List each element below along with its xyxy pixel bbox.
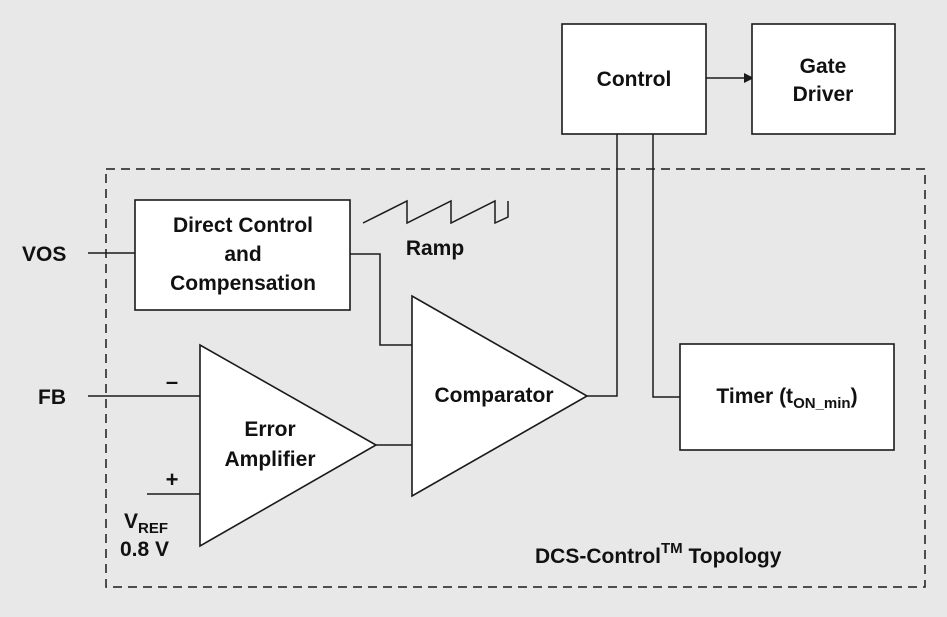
dcc-to-comparator-wire	[350, 253, 412, 346]
vref-label: VREF	[124, 510, 168, 537]
ramp-waveform	[362, 199, 509, 225]
direct-control-block: Direct Control and Compensation	[134, 199, 351, 311]
error-amplifier-label-line1: Error	[244, 418, 295, 441]
fb-label: FB	[38, 386, 66, 409]
error-amplifier: Error Amplifier – +	[166, 343, 378, 548]
direct-control-label-line2: and	[224, 243, 261, 266]
timer-label-subscript: ON_min	[793, 395, 851, 412]
gate-driver-label-line2: Driver	[793, 83, 854, 106]
vref-label-subscript: REF	[138, 520, 168, 537]
timer-block: Timer (tON_min)	[679, 343, 895, 451]
timer-label: Timer (tON_min)	[716, 385, 857, 412]
gate-driver-block: Gate Driver	[751, 23, 896, 135]
error-amplifier-label-line2: Amplifier	[224, 448, 315, 471]
topology-caption: DCS-ControlTM Topology	[535, 540, 782, 568]
gate-driver-label-line1: Gate	[800, 55, 847, 78]
timer-label-prefix: Timer (t	[716, 385, 793, 408]
comparator: Comparator	[411, 294, 589, 498]
plus-sign: +	[166, 467, 179, 492]
comparator-label: Comparator	[434, 384, 553, 407]
vref-label-base: V	[124, 510, 138, 533]
direct-control-label-line1: Direct Control	[173, 214, 313, 237]
timer-label-suffix: )	[851, 385, 858, 408]
wires	[88, 73, 754, 495]
vos-label: VOS	[22, 243, 66, 266]
minus-sign: –	[166, 369, 178, 394]
vref-value: 0.8 V	[120, 538, 169, 561]
control-to-timer-wire	[652, 134, 680, 398]
control-label: Control	[597, 68, 672, 91]
direct-control-label-line3: Compensation	[170, 272, 316, 295]
topology-caption-superscript: TM	[661, 540, 683, 557]
comparator-to-control-wire	[587, 134, 618, 397]
topology-boundary	[105, 168, 926, 588]
ramp-label: Ramp	[406, 237, 464, 260]
topology-caption-prefix: DCS-Control	[535, 545, 661, 568]
control-block: Control	[561, 23, 707, 135]
topology-caption-suffix: Topology	[683, 545, 782, 568]
